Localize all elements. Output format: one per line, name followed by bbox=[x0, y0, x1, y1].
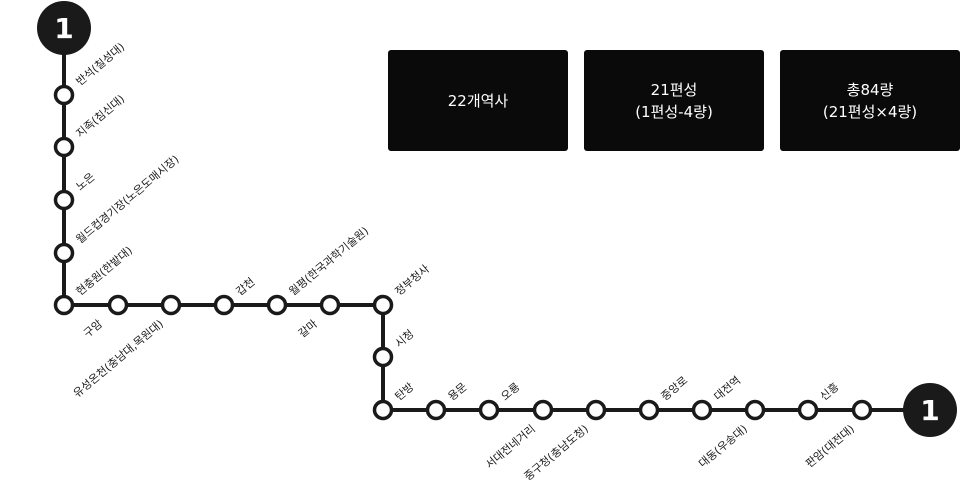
station-marker-worldcup-stadium[interactable] bbox=[53, 242, 75, 264]
station-marker-banseok[interactable] bbox=[53, 84, 75, 106]
station-marker-tanbang[interactable] bbox=[372, 399, 394, 421]
station-label-daejeon-station: 대전역 bbox=[712, 374, 744, 403]
station-label-government-complex: 정부청사 bbox=[393, 262, 432, 298]
station-marker-panam[interactable] bbox=[851, 399, 873, 421]
stat-box-cars: 총84량 (21편성×4량) bbox=[780, 50, 960, 151]
station-marker-oryong[interactable] bbox=[478, 399, 500, 421]
station-marker-gapcheon[interactable] bbox=[213, 294, 235, 316]
station-marker-daedong[interactable] bbox=[744, 399, 766, 421]
station-label-daedong: 대동(우송대) bbox=[696, 422, 750, 470]
station-label-worldcup-stadium: 월드컵경기장(노은도매시장) bbox=[74, 153, 182, 247]
station-marker-junggu-office[interactable] bbox=[585, 399, 607, 421]
stat-box-stations: 22개역사 bbox=[388, 50, 568, 151]
station-marker-yongmun[interactable] bbox=[425, 399, 447, 421]
station-marker-seodaejeon-negeori[interactable] bbox=[532, 399, 554, 421]
station-marker-hyeonchungwon[interactable] bbox=[53, 294, 75, 316]
station-marker-jijok[interactable] bbox=[53, 136, 75, 158]
station-marker-galma[interactable] bbox=[319, 294, 341, 316]
station-marker-guam[interactable] bbox=[107, 294, 129, 316]
stat-cars-count: 총84량 bbox=[846, 80, 894, 99]
station-label-noeun: 노은 bbox=[74, 170, 98, 193]
station-label-galma: 갈마 bbox=[295, 317, 320, 341]
stat-trainsets-detail: (1편성-4량) bbox=[635, 102, 713, 121]
station-marker-city-hall[interactable] bbox=[372, 346, 394, 368]
stat-trainsets-count: 21편성 bbox=[650, 80, 698, 99]
station-label-panam: 판암(대전대) bbox=[803, 422, 857, 470]
station-label-wolpyeong: 월평(한국과학기술원) bbox=[287, 224, 372, 298]
station-label-jungangno: 중앙로 bbox=[659, 374, 691, 403]
station-marker-wolpyeong[interactable] bbox=[266, 294, 288, 316]
station-marker-jungangno[interactable] bbox=[638, 399, 660, 421]
station-marker-government-complex[interactable] bbox=[372, 294, 394, 316]
svg-text:1: 1 bbox=[54, 12, 73, 45]
svg-text:1: 1 bbox=[920, 394, 939, 427]
station-marker-noeun[interactable] bbox=[53, 189, 75, 211]
stat-cars-detail: (21편성×4량) bbox=[822, 102, 918, 121]
station-label-oryong: 오룡 bbox=[499, 380, 523, 403]
station-label-seodaejeon-negeori: 서대전네거리 bbox=[483, 422, 538, 471]
stat-box-trainsets: 21편성 (1편성-4량) bbox=[584, 50, 764, 151]
station-label-tanbang: 탄방 bbox=[393, 380, 417, 403]
stat-stations-count: 22개역사 bbox=[447, 91, 509, 110]
station-marker-yuseong-oncheon[interactable] bbox=[160, 294, 182, 316]
station-label-yongmun: 용문 bbox=[446, 380, 470, 403]
station-label-jijok: 지족(침신대) bbox=[74, 92, 128, 140]
start-line-badge: 1 bbox=[37, 1, 91, 55]
station-label-guam: 구암 bbox=[81, 317, 105, 340]
station-label-sinheung: 신흥 bbox=[817, 380, 842, 404]
station-marker-sinheung[interactable] bbox=[797, 399, 819, 421]
station-label-city-hall: 시청 bbox=[393, 327, 417, 350]
station-marker-daejeon-station[interactable] bbox=[691, 399, 713, 421]
station-label-gapcheon: 갑천 bbox=[233, 275, 258, 299]
station-label-hyeonchungwon: 현충원(한밭대) bbox=[74, 244, 135, 299]
end-line-badge: 1 bbox=[903, 383, 957, 437]
